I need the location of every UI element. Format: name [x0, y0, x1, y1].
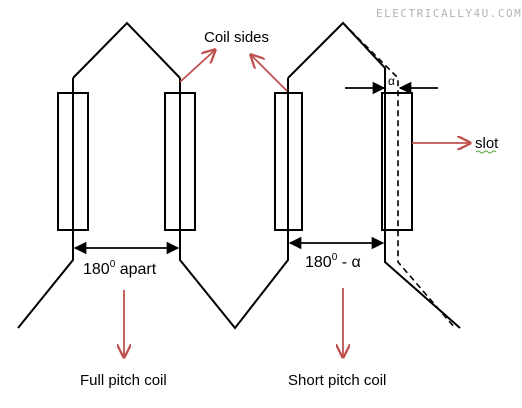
- slot-1: [57, 92, 89, 231]
- spellcheck-underline: [475, 150, 497, 154]
- slot-4: [381, 92, 413, 231]
- full-pitch-coil-label: Full pitch coil: [80, 372, 167, 389]
- coil-sides-arrow-right: [251, 55, 288, 92]
- full-pitch-coil-bottom-left-lead: [17, 245, 74, 329]
- short-pitch-span-sup: 0: [332, 252, 338, 263]
- short-pitch-span-base: 180: [305, 254, 332, 271]
- short-pitch-span-rest: - α: [337, 254, 360, 271]
- full-pitch-span-label: 1800 apart: [83, 259, 157, 278]
- short-pitch-span-label: 1800 - α: [305, 252, 361, 271]
- short-pitch-coil: [274, 21, 461, 329]
- coil-sides-arrow-left: [179, 50, 215, 83]
- full-pitch-span-sup: 0: [110, 259, 116, 270]
- full-pitch-coil-top-end: [72, 21, 181, 79]
- watermark: ELECTRICALLY4U.COM: [376, 7, 522, 20]
- short-pitch-coil-bottom-lead: [384, 245, 461, 329]
- slot-2: [164, 92, 196, 231]
- slot-3: [274, 92, 303, 231]
- full-pitch-reference-dashed: [342, 22, 456, 329]
- full-pitch-coil: [17, 21, 289, 330]
- short-pitch-coil-label: Short pitch coil: [288, 372, 386, 389]
- alpha-label: α: [388, 74, 395, 88]
- coil-sides-label: Coil sides: [204, 29, 269, 46]
- dimension-markers: [73, 81, 438, 255]
- slot-label: slot: [475, 135, 499, 152]
- full-pitch-span-base: 180: [83, 261, 110, 278]
- full-pitch-span-rest: apart: [115, 261, 156, 278]
- callout-arrows: [124, 50, 470, 357]
- full-pitch-coil-bottom-right-lead: [179, 245, 289, 330]
- short-pitch-coil-top-end: [287, 21, 386, 245]
